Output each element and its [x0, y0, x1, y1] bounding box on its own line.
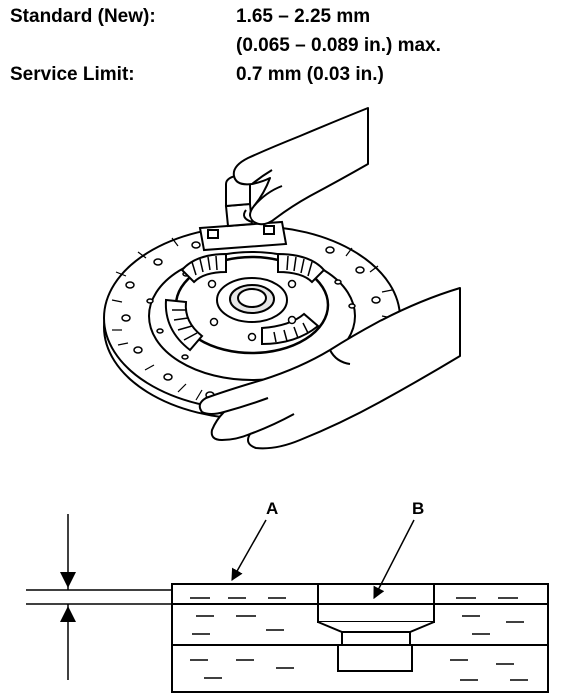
standard-value-line1: 1.65 – 2.25 mm: [236, 6, 371, 27]
friction-surface-hatching: [111, 237, 393, 401]
damper-springs: [164, 252, 326, 352]
dimension-arrow-up: [60, 606, 76, 622]
cross-section: [171, 583, 549, 693]
callout-a: A: [266, 499, 278, 518]
spring-coils: [172, 255, 313, 343]
standard-label: Standard (New):: [10, 6, 156, 27]
section-hatch: [190, 597, 528, 681]
hub-bolts: [207, 279, 297, 342]
dimension-arrowheads: [60, 572, 76, 622]
leader-b: [373, 519, 415, 600]
dimension-lines: [26, 514, 172, 680]
callout-b: B: [412, 499, 424, 518]
vernier-caliper-tip: [198, 175, 288, 252]
leader-a: [231, 519, 267, 582]
dimension-arrow-down: [60, 572, 76, 588]
lower-hand: [198, 287, 461, 450]
upper-hand: [232, 107, 369, 226]
service-limit-value: 0.7 mm (0.03 in.): [236, 64, 384, 85]
standard-value-line2: (0.065 – 0.089 in.) max.: [236, 35, 441, 56]
friction-ring-rivets: [121, 241, 381, 399]
service-limit-label: Service Limit:: [10, 64, 135, 85]
